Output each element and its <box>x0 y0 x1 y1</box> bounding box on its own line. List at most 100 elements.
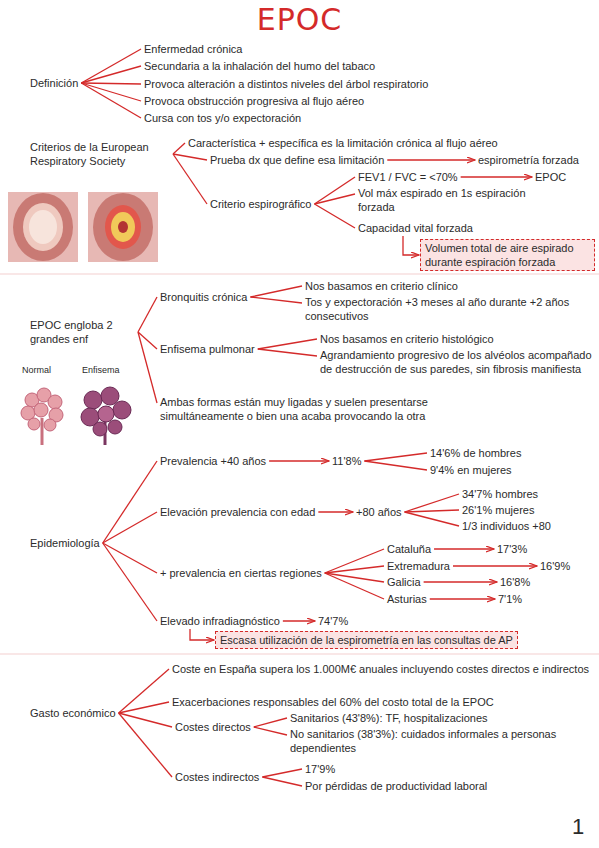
node-text: 17'3% <box>497 542 527 556</box>
node-text: Enfisema pulmonar <box>160 342 255 356</box>
page-number: 1 <box>572 814 584 840</box>
node-text: Por pérdidas de productividad laboral <box>305 779 487 793</box>
branch-line <box>254 718 287 727</box>
node-text: Prevalencia +40 años <box>160 454 266 468</box>
topic-node: 14'6% de hombres <box>430 446 521 460</box>
node-text: EPOC engloba 2 grandes enf <box>30 318 135 346</box>
topic-node: Provoca alteración a distintos niveles d… <box>144 77 428 91</box>
arrow-connector <box>453 565 537 566</box>
node-text: Tos y expectoración +3 meses al año dura… <box>305 295 595 323</box>
branch-line <box>254 727 287 735</box>
topic-node: Galicia <box>387 575 421 589</box>
topic-node: Cursa con tos y/o expectoración <box>144 111 301 125</box>
branch-line <box>81 83 141 84</box>
branch-line <box>405 494 459 512</box>
topic-node: 7'1% <box>498 592 522 606</box>
node-text: 17'9% <box>305 762 335 776</box>
topic-node: espirometría forzada <box>478 153 579 167</box>
node-text: 14'6% de hombres <box>430 446 521 460</box>
topic-node: 34'7% hombres <box>462 487 538 501</box>
branch-line <box>81 83 141 118</box>
branch-line <box>119 702 169 713</box>
branch-line <box>81 49 141 83</box>
branch-line <box>138 332 157 403</box>
branch-line <box>173 154 207 204</box>
topic-node: Agrandamiento progresivo de los alvéolos… <box>320 348 595 376</box>
node-text: +80 años <box>356 505 402 519</box>
branch-line <box>262 769 302 777</box>
branch-line <box>250 297 302 303</box>
node-text: Gasto económico <box>30 706 116 720</box>
arrow-connector <box>318 511 353 512</box>
topic-node: Prevalencia +40 años <box>160 454 266 468</box>
arrow-connector <box>283 620 315 621</box>
topic-node: Enfermedad crónica <box>144 42 242 56</box>
topic-node: Provoca obstrucción progresiva al flujo … <box>144 94 364 108</box>
topic-node: Criterio espirográfico <box>210 197 311 211</box>
arrow-connector <box>430 598 495 599</box>
node-text: 11'8% <box>332 454 361 468</box>
topic-node: Gasto económico <box>30 706 116 720</box>
topic-node: EPOC engloba 2 grandes enf <box>30 318 135 346</box>
node-text: Característica + específica es la limita… <box>188 136 498 150</box>
branch-line <box>119 669 169 713</box>
node-text: Cursa con tos y/o expectoración <box>144 111 301 125</box>
topic-node: Característica + específica es la limita… <box>188 136 498 150</box>
topic-node: Elevado infradiagnóstico <box>160 614 280 628</box>
branch-line <box>325 566 384 573</box>
image-label: Normal <box>22 365 51 375</box>
topic-node: 9'4% en mujeres <box>430 463 512 477</box>
topic-node: Nos basamos en criterio histológico <box>320 332 494 346</box>
branch-line <box>119 713 172 777</box>
node-text: 16'8% <box>500 575 530 589</box>
branch-line <box>119 713 172 727</box>
section-divider <box>0 274 599 275</box>
node-text: 34'7% hombres <box>462 487 538 501</box>
branch-line <box>173 143 185 154</box>
arrow-connector <box>269 460 329 461</box>
node-text: Volumen total de aire espirado durante e… <box>425 241 590 269</box>
topic-node: Secundaria a la inhalación del humo del … <box>144 59 375 73</box>
node-text: Prueba dx que define esa limitación <box>210 153 384 167</box>
note-box: Volumen total de aire espirado durante e… <box>420 239 595 271</box>
node-text: Bronquitis crónica <box>160 290 247 304</box>
topic-node: Tos y expectoración +3 meses al año dura… <box>305 295 595 323</box>
node-text: Provoca obstrucción progresiva al flujo … <box>144 94 364 108</box>
branch-line <box>314 177 355 204</box>
topic-node: Costes directos <box>175 720 251 734</box>
node-text: espirometría forzada <box>478 153 579 167</box>
branch-line <box>325 573 384 599</box>
node-text: Criterio espirográfico <box>210 197 311 211</box>
node-text: Extremadura <box>387 559 450 573</box>
node-text: 9'4% en mujeres <box>430 463 512 477</box>
topic-node: 1/3 individuos +80 <box>462 519 551 533</box>
topic-node: Asturias <box>387 592 427 606</box>
topic-node: 11'8% <box>332 454 361 468</box>
branch-line <box>138 297 157 332</box>
arrow-connector <box>434 548 494 549</box>
node-text: Nos basamos en criterio histológico <box>320 332 494 346</box>
branch-line <box>173 154 207 160</box>
node-text: Elevación prevalencia con edad <box>160 505 315 519</box>
branch-line <box>258 349 317 356</box>
topic-node: Costes indirectos <box>175 770 259 784</box>
arrow-connector <box>387 159 475 160</box>
node-text: Vol máx espirado en 1s espiración forzad… <box>358 186 543 214</box>
node-text: Sanitarios (43'8%): TF, hospitalizacione… <box>290 711 488 725</box>
branch-line <box>325 549 384 573</box>
node-text: Epidemiología <box>30 536 100 550</box>
branch-line <box>405 510 459 512</box>
node-text: Galicia <box>387 575 421 589</box>
branch-line <box>103 543 157 573</box>
branch-line <box>81 66 141 83</box>
topic-node: Ambas formas están muy ligadas y suelen … <box>160 395 490 423</box>
topic-node: 74'7% <box>318 614 348 628</box>
topic-node: Cataluña <box>387 542 431 556</box>
branch-line <box>364 461 427 470</box>
image-label: Enfisema <box>82 365 120 375</box>
note-box: Escasa utilización de la espirometría en… <box>215 631 518 649</box>
topic-node: Criterios de la European Respiratory Soc… <box>30 140 170 168</box>
alveoli-normal-illustration <box>21 388 63 445</box>
topic-node: Vol máx espirado en 1s espiración forzad… <box>358 186 543 214</box>
branch-line <box>81 83 141 101</box>
